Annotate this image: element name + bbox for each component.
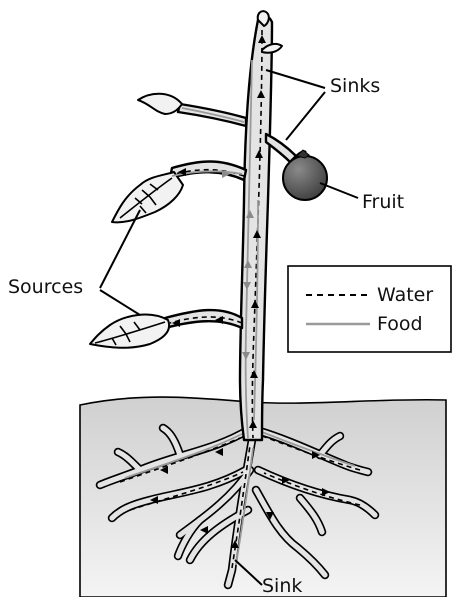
legend-box [288,266,451,352]
upper-leaf [138,94,182,114]
label-sources: Sources [8,276,83,298]
label-fruit: Fruit [362,191,404,213]
branches [165,104,296,328]
legend-food-label: Food [377,313,423,335]
label-sink-bottom: Sink [262,575,302,597]
label-sinks-top: Sinks [330,75,380,97]
legend: Water Food [288,266,451,352]
source-leaf-lower [90,315,169,348]
legend-water-label: Water [377,284,433,306]
